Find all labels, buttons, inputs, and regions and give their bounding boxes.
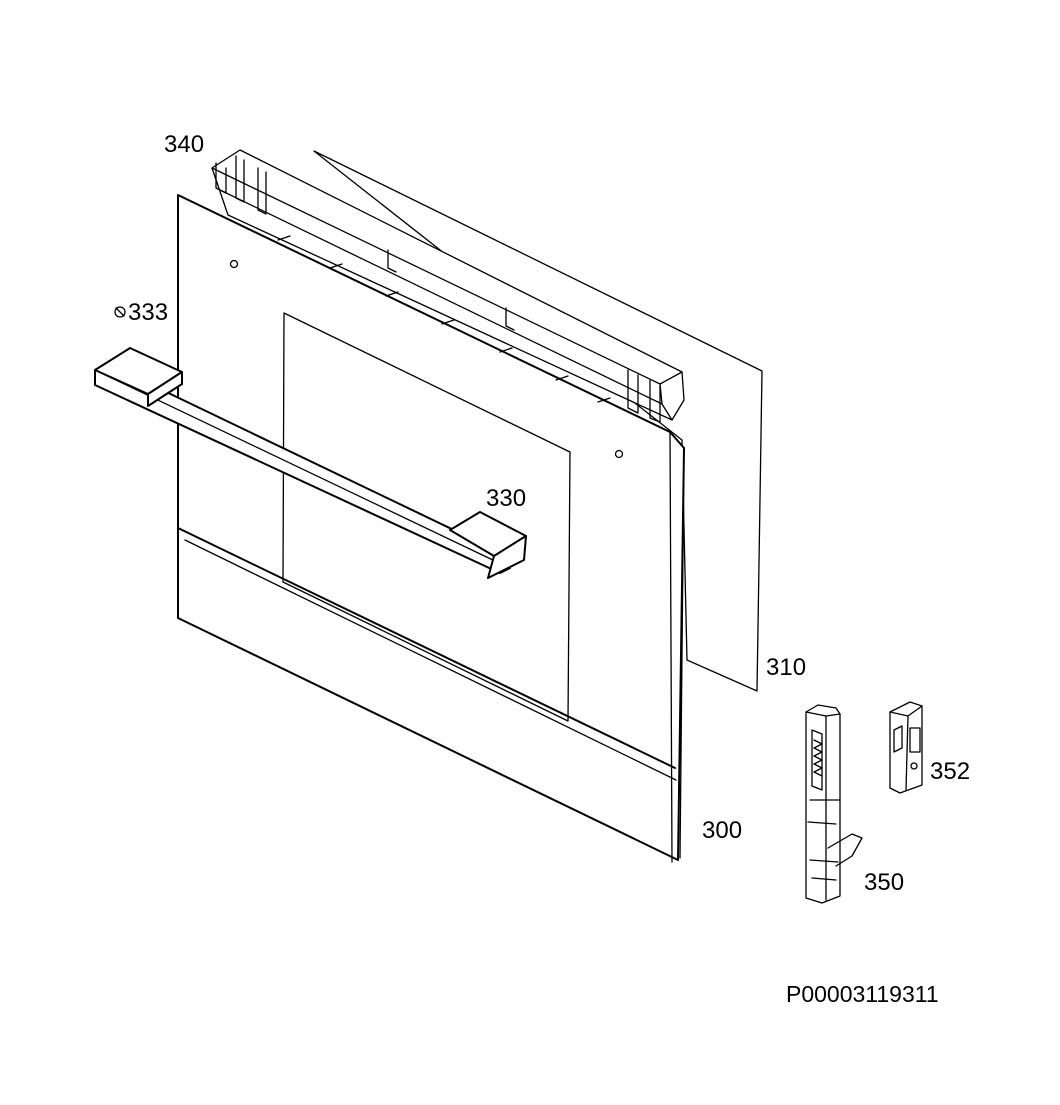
part-330-handle	[94, 347, 527, 579]
label-330: 330	[486, 485, 527, 512]
label-310: 310	[766, 654, 807, 681]
diagram-reference-number: P00003119311	[786, 981, 939, 1007]
label-352: 352	[930, 758, 971, 785]
part-340-top-profile	[211, 149, 685, 423]
part-333-screw-icon	[114, 306, 126, 318]
label-340: 340	[164, 131, 205, 158]
label-333: 333	[128, 299, 169, 326]
part-350-hinge	[805, 704, 863, 904]
label-300: 300	[702, 817, 743, 844]
part-352-hinge-receiver	[889, 701, 923, 794]
label-350: 350	[864, 869, 905, 896]
